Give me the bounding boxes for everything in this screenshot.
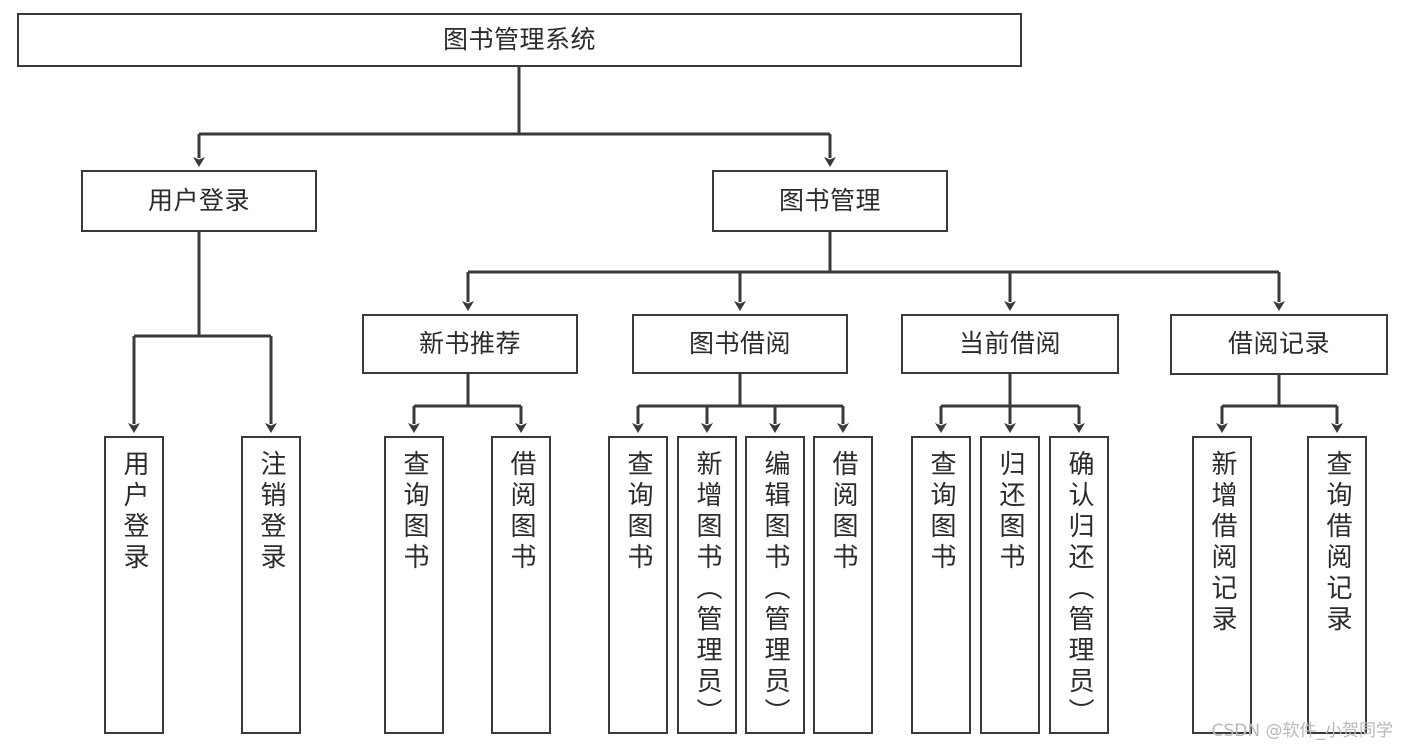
node-book-management[interactable]: 图书管理 (712, 170, 948, 232)
node-current-borrow[interactable]: 当前借阅 (901, 314, 1119, 374)
node-root-book-management-system[interactable]: 图书管理系统 (17, 13, 1022, 67)
node-label: 当前借阅 (958, 328, 1061, 358)
node-borrow-record[interactable]: 借阅记录 (1170, 314, 1388, 375)
leaf-logout[interactable]: 注销登录 (241, 436, 301, 734)
node-label: 编辑图书（管理员） (760, 450, 790, 729)
node-book-borrow[interactable]: 图书借阅 (632, 314, 848, 374)
node-label: 查询借阅记录 (1322, 450, 1352, 636)
node-label: 新增图书（管理员） (692, 450, 722, 729)
node-label: 图书管理 (778, 185, 881, 215)
node-label: 查询图书 (399, 450, 429, 574)
node-new-book-recommend[interactable]: 新书推荐 (362, 314, 578, 374)
node-label: 借阅图书 (506, 450, 536, 574)
watermark-text: CSDN @软件_小贺同学 (1211, 721, 1393, 741)
node-label: 查询图书 (623, 450, 653, 574)
leaf-query-book-recommend[interactable]: 查询图书 (384, 436, 444, 734)
node-label: 确认归还（管理员） (1064, 450, 1094, 729)
node-label: 注销登录 (256, 450, 286, 574)
leaf-add-book-admin[interactable]: 新增图书（管理员） (677, 436, 737, 734)
leaf-return-book[interactable]: 归还图书 (980, 436, 1040, 734)
leaf-query-borrow-record[interactable]: 查询借阅记录 (1307, 436, 1367, 734)
node-label: 用户登录 (147, 185, 250, 215)
node-user-login[interactable]: 用户登录 (81, 170, 317, 232)
node-label: 借阅记录 (1227, 329, 1330, 359)
node-label: 新增借阅记录 (1207, 450, 1237, 636)
leaf-add-borrow-record[interactable]: 新增借阅记录 (1192, 436, 1252, 734)
leaf-user-login[interactable]: 用户登录 (104, 436, 164, 734)
leaf-query-book-current[interactable]: 查询图书 (911, 436, 971, 734)
node-label: 用户登录 (119, 450, 149, 574)
node-label: 查询图书 (926, 450, 956, 574)
node-label: 归还图书 (995, 450, 1025, 574)
node-label: 图书借阅 (688, 328, 791, 358)
leaf-borrow-book-recommend[interactable]: 借阅图书 (491, 436, 551, 734)
leaf-borrow-book[interactable]: 借阅图书 (813, 436, 873, 734)
leaf-edit-book-admin[interactable]: 编辑图书（管理员） (745, 436, 805, 734)
node-label: 新书推荐 (418, 328, 521, 358)
node-label: 借阅图书 (828, 450, 858, 574)
leaf-confirm-return-admin[interactable]: 确认归还（管理员） (1049, 436, 1109, 734)
node-label: 图书管理系统 (442, 24, 596, 54)
leaf-query-book-borrow[interactable]: 查询图书 (608, 436, 668, 734)
